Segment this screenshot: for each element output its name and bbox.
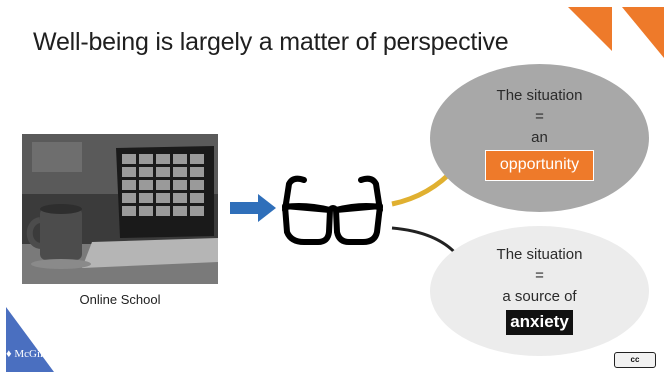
orange-triangle-left (568, 7, 612, 51)
negative-line-3: a source of (502, 288, 577, 305)
glasses-icon (282, 175, 383, 245)
creative-commons-badge: cc (614, 352, 656, 368)
positive-line-2: = (535, 108, 544, 125)
negative-perspective-ellipse: The situation = a source of anxiety (430, 226, 649, 356)
negative-line-2: = (535, 267, 544, 284)
opportunity-highlight: opportunity (484, 150, 595, 181)
mcgill-logo: ♦ McGill (6, 348, 47, 360)
blue-triangle-corner (6, 307, 54, 372)
positive-line-1: The situation (496, 87, 583, 104)
logo-text: McGill (14, 348, 47, 360)
slide-title: Well-being is largely a matter of perspe… (33, 28, 509, 56)
positive-perspective-ellipse: The situation = an opportunity (430, 64, 649, 212)
positive-line-3: an (531, 129, 548, 146)
orange-triangle-right (622, 7, 664, 58)
photo-caption: Online School (79, 292, 161, 307)
online-school-photo (22, 134, 218, 284)
negative-line-1: The situation (496, 246, 583, 263)
right-arrow-icon (230, 194, 276, 222)
anxiety-highlight: anxiety (506, 310, 573, 335)
